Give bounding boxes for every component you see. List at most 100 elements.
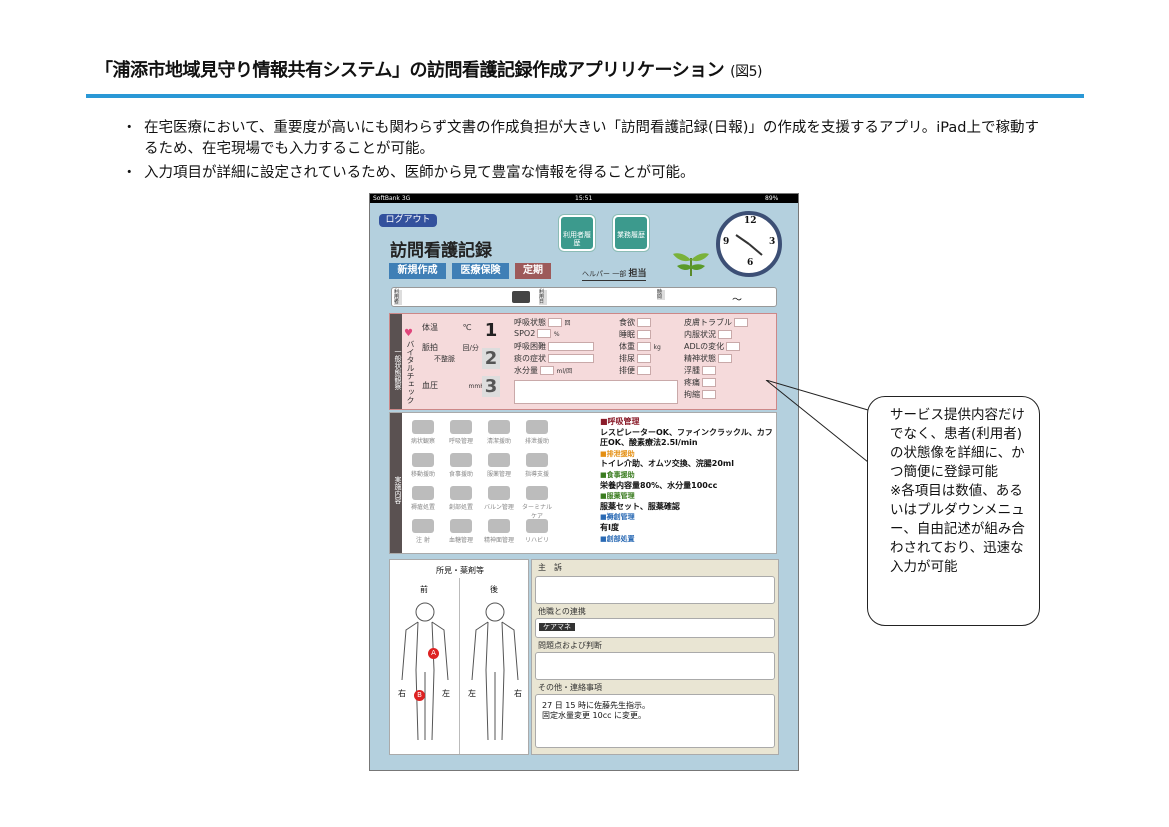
regular-tab[interactable]: 定期 xyxy=(515,263,551,279)
obs-field[interactable]: 水分量 ml/回 xyxy=(514,366,573,375)
page-1-tab[interactable]: 1 xyxy=(484,320,498,341)
vital-check-label: バイタルチェック xyxy=(406,340,415,404)
service-icon xyxy=(526,453,548,467)
service-item[interactable]: 創部処置 xyxy=(444,485,478,513)
bullet-item: ・入力項目が詳細に設定されているため、医師から見て豊富な情報を得ることが可能。 xyxy=(122,165,695,181)
pulse-field[interactable]: 脈拍 回/分 xyxy=(422,343,479,352)
service-item[interactable]: 精神面管理 xyxy=(482,518,516,546)
back-label: 後 xyxy=(490,585,498,594)
obs-field[interactable]: 体重 kg xyxy=(619,342,661,351)
user-history-button[interactable]: 利用者履歴 xyxy=(559,215,595,251)
obs-field[interactable]: 皮膚トラブル xyxy=(684,317,748,328)
obs-field[interactable]: 呼吸困難 xyxy=(514,341,594,352)
obs-field[interactable]: 排便 xyxy=(619,365,651,376)
service-item[interactable]: 食事援助 xyxy=(444,452,478,480)
service-note-line: ■服薬管理 xyxy=(600,492,635,501)
care-manager-tag[interactable]: ケアマネ xyxy=(539,623,575,631)
complaint-field[interactable] xyxy=(535,576,775,604)
service-icon xyxy=(412,486,434,500)
obs-field[interactable]: 拘縮 xyxy=(684,389,716,400)
marker-a[interactable]: A xyxy=(428,648,439,659)
service-icon xyxy=(450,486,472,500)
service-item[interactable]: 移動援助 xyxy=(406,452,440,480)
service-item[interactable]: 褥瘡処置 xyxy=(406,485,440,513)
body-front-icon xyxy=(401,602,449,741)
service-icon xyxy=(412,453,434,467)
service-note-line: ■呼吸管理 xyxy=(600,417,640,426)
record-info-row: 利用者 利用日 時間 〜 xyxy=(391,287,777,307)
service-item[interactable]: 病状観察 xyxy=(406,419,440,447)
service-item[interactable]: 排泄援助 xyxy=(520,419,554,447)
clock-icon: 12 3 6 9 xyxy=(716,211,782,277)
service-content-panel: 実施内容 病状観察呼吸管理清潔援助排泄援助移動援助食事援助服薬管理指導支援褥瘡処… xyxy=(389,412,777,554)
notes-textarea[interactable] xyxy=(514,380,678,404)
service-item[interactable]: リハビリ xyxy=(520,518,554,546)
heart-icon: ♥ xyxy=(404,328,413,339)
marker-b[interactable]: B xyxy=(414,690,425,701)
page-2-tab[interactable]: 2 xyxy=(482,348,500,369)
service-note-line: 服薬セット、服薬確認 xyxy=(600,501,680,511)
obs-field[interactable]: 内服状況 xyxy=(684,329,732,340)
right-label: 右 xyxy=(398,689,406,698)
irregular-pulse-field[interactable]: 不整脈 xyxy=(434,355,455,363)
time-range-separator: 〜 xyxy=(732,295,742,306)
service-note-line: ■褥創管理 xyxy=(600,513,635,522)
title-underline xyxy=(86,94,1084,98)
service-item[interactable]: 服薬管理 xyxy=(482,452,516,480)
general-observation-panel: 一般状態観察 ♥ バイタルチェック 体温 ℃ 脈拍 回/分 不整脈 血圧 mmH… xyxy=(389,313,777,410)
left-label: 左 xyxy=(442,689,450,698)
obs-field[interactable]: 精神状態 xyxy=(684,353,732,364)
obs-field[interactable]: 排尿 xyxy=(619,353,651,364)
obs-field[interactable]: 呼吸状態 回 xyxy=(514,318,571,327)
service-icon xyxy=(450,453,472,467)
body-back-icon xyxy=(471,602,519,741)
service-icon xyxy=(412,420,434,434)
time-label: 時間 xyxy=(657,290,665,300)
service-icon xyxy=(526,486,548,500)
service-item[interactable]: 清潔援助 xyxy=(482,419,516,447)
medical-insurance-tab[interactable]: 医療保険 xyxy=(452,263,509,279)
temperature-field[interactable]: 体温 ℃ xyxy=(422,323,472,332)
service-note-line: トイレ介助、オムツ交換、浣腸20ml xyxy=(600,459,734,469)
service-note-line: 有I度 xyxy=(600,522,619,532)
service-item[interactable]: 血糖管理 xyxy=(444,518,478,546)
callout-pointer xyxy=(765,380,869,463)
user-label: 利用者 xyxy=(394,290,402,305)
service-item[interactable]: 注 射 xyxy=(406,518,440,546)
obs-field[interactable]: 食欲 xyxy=(619,317,651,328)
slide-title: 「浦添市地域見守り情報共有システム」の訪問看護記録作成アプリリケーション(図5) xyxy=(95,60,762,81)
service-note-line: レスピレーターOK、ファインクラックル、カフ圧OK、酸素療法2.5l/min xyxy=(600,427,773,448)
obs-field[interactable]: 浮腫 xyxy=(684,365,716,376)
service-icon xyxy=(450,420,472,434)
service-icon xyxy=(488,420,510,434)
other-field[interactable]: 27 日 15 時に佐藤先生指示。 固定水量変更 10cc に変更。 xyxy=(535,694,775,748)
helper-assignment[interactable]: ヘルパー 一部 担当 xyxy=(582,266,647,281)
bullet-item: ・在宅医療において、重要度が高いにも関わらず文書の作成負担が大きい「訪問看護記録… xyxy=(122,120,1039,157)
service-item[interactable]: 呼吸管理 xyxy=(444,419,478,447)
findings-panel: 所見・薬剤等 前 後 A B 右 左 左 右 xyxy=(389,559,529,755)
app-title: 訪問看護記録 xyxy=(390,241,492,261)
logout-button[interactable]: ログアウト xyxy=(379,214,437,227)
obs-field[interactable]: 疼痛 xyxy=(684,377,716,388)
work-history-button[interactable]: 業務履歴 xyxy=(613,215,649,251)
new-record-tab[interactable]: 新規作成 xyxy=(389,263,446,279)
camera-icon[interactable] xyxy=(512,291,530,303)
service-icon xyxy=(488,486,510,500)
issues-field[interactable] xyxy=(535,652,775,680)
status-bar: SoftBank 3G 15:51 89% xyxy=(370,194,798,203)
page-3-tab[interactable]: 3 xyxy=(482,376,500,397)
service-item[interactable]: ターミナルケア xyxy=(520,485,554,520)
service-notes: ■呼吸管理レスピレーターOK、ファインクラックル、カフ圧OK、酸素療法2.5l/… xyxy=(600,417,776,544)
service-icon xyxy=(526,519,548,533)
obs-field[interactable]: ADLの変化 xyxy=(684,341,741,352)
service-note-line: 栄養内容量80%、水分量100cc xyxy=(600,480,718,490)
liaison-field[interactable]: ケアマネ xyxy=(535,618,775,638)
obs-field[interactable]: 痰の症状 xyxy=(514,353,594,364)
service-item[interactable]: バルン管理 xyxy=(482,485,516,513)
obs-field[interactable]: SPO2 % xyxy=(514,329,560,338)
plant-icon xyxy=(673,253,709,276)
blood-pressure-field[interactable]: 血圧 mmHg xyxy=(422,381,489,390)
obs-field[interactable]: 睡眠 xyxy=(619,329,651,340)
liaison-header: 他職との連携 xyxy=(538,606,586,617)
service-item[interactable]: 指導支援 xyxy=(520,452,554,480)
